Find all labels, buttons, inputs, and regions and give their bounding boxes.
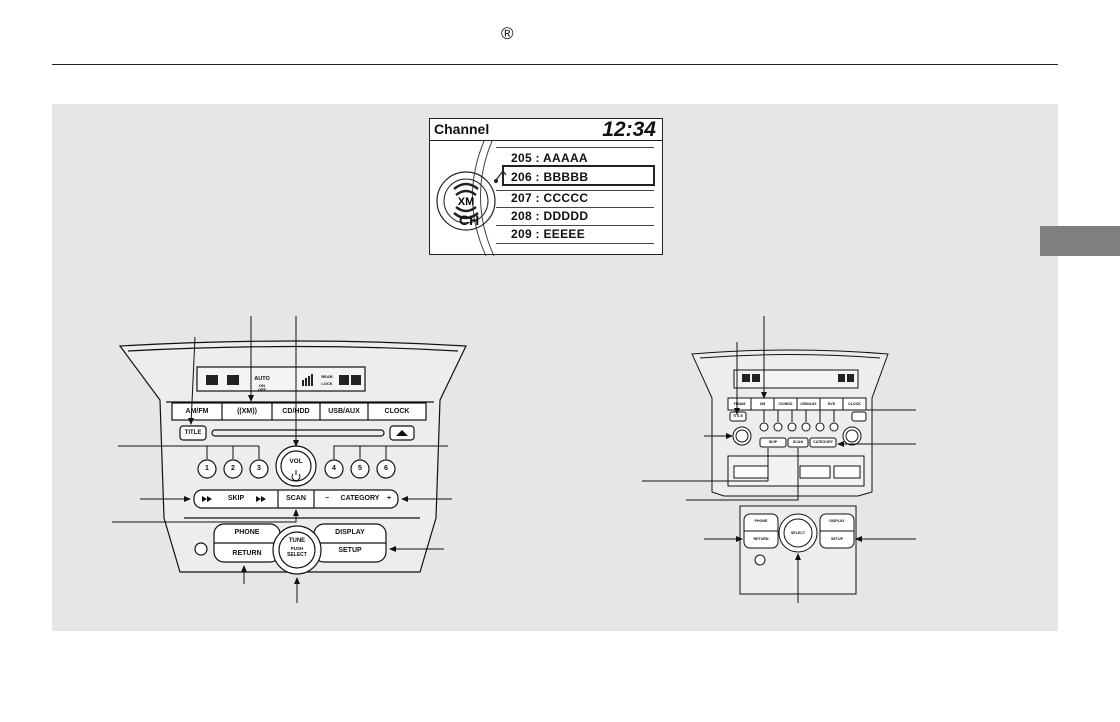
preset-2-button[interactable]: 2	[231, 465, 235, 472]
channel-list-item[interactable]: 205 : AAAAA	[511, 151, 588, 165]
mode-label: CH	[459, 212, 480, 228]
am-fm-button[interactable]: AM/FM	[185, 408, 209, 415]
right-skip-button[interactable]: SKIP	[768, 440, 778, 444]
lock-status: LOCK	[321, 381, 333, 386]
cd-hdd-button[interactable]: CD/HDD	[282, 408, 310, 415]
display-button[interactable]: DISPLAY	[335, 529, 365, 536]
scan-button[interactable]: SCAN	[286, 495, 306, 502]
category-label: CATEGORY	[340, 495, 380, 502]
section-tab	[1040, 226, 1120, 256]
preset-5-button[interactable]: 5	[358, 465, 362, 472]
title-button[interactable]: TITLE	[184, 430, 202, 436]
right-display-button[interactable]: DISPLAY	[829, 519, 845, 523]
preset-1-button[interactable]: 1	[205, 465, 209, 472]
skip-forward-icon	[256, 496, 266, 502]
right-xm-button[interactable]: XM	[759, 402, 766, 406]
right-usb-aux-button[interactable]: USB/AUX	[800, 402, 817, 406]
clock-button[interactable]: CLOCK	[384, 408, 410, 415]
selected-channel-highlight	[502, 165, 655, 186]
preset-6-button[interactable]: 6	[384, 465, 388, 472]
power-icon	[291, 470, 301, 482]
right-category-button[interactable]: CATEGORY	[813, 440, 833, 444]
header-rule	[52, 64, 1058, 65]
tune-knob-label[interactable]: TUNE	[288, 538, 306, 544]
usb-aux-button[interactable]: USB/AUX	[328, 408, 360, 415]
select-label: SELECT	[287, 552, 307, 558]
channel-display: Channel 12:34 XM CH 205 : AAAAA 206 : BB…	[429, 118, 663, 256]
rear-status: REAR	[321, 374, 333, 379]
right-return-button[interactable]: RETURN	[753, 537, 769, 541]
eject-icon	[396, 430, 408, 436]
vol-power-knob[interactable]: VOL	[289, 458, 303, 465]
preset-4-button[interactable]: 4	[332, 465, 336, 472]
right-dvd-button[interactable]: DVD	[827, 402, 836, 406]
auto-status: AUTO	[254, 376, 270, 382]
xm-button[interactable]: ((XM))	[237, 408, 257, 415]
channel-list-item[interactable]: 206 : BBBBB	[511, 170, 589, 184]
setup-button[interactable]: SETUP	[338, 547, 362, 554]
category-minus-button[interactable]: −	[324, 495, 330, 502]
right-title-button[interactable]: TITLE	[733, 414, 743, 418]
skip-button[interactable]: SKIP	[227, 495, 245, 502]
right-select-knob[interactable]: SELECT	[790, 531, 806, 535]
push-label: PUSH	[290, 546, 304, 551]
preset-3-button[interactable]: 3	[257, 465, 261, 472]
right-clock-button[interactable]: CLOCK	[848, 402, 861, 406]
display-title: Channel	[434, 121, 490, 137]
channel-list-item[interactable]: 208 : DDDDD	[511, 209, 589, 223]
music-note-icon	[494, 170, 507, 183]
callout-arrow-icon	[642, 316, 916, 603]
return-button[interactable]: RETURN	[232, 550, 262, 557]
svg-text:XM: XM	[458, 196, 475, 208]
channel-list-item[interactable]: 207 : CCCCC	[511, 191, 589, 205]
phone-button[interactable]: PHONE	[234, 529, 260, 536]
display-clock: 12:34	[602, 118, 656, 141]
right-phone-button[interactable]: PHONE	[754, 519, 768, 523]
xm-radio-icon: XM	[436, 140, 496, 256]
category-plus-button[interactable]: +	[386, 495, 392, 502]
channel-list-item[interactable]: 209 : EEEEE	[511, 227, 586, 241]
right-fm-am-button[interactable]: FM/AM	[733, 402, 746, 406]
off-status: OFF	[258, 387, 266, 392]
on-status: ON	[259, 383, 265, 388]
registered-trademark-symbol: ®	[501, 24, 514, 43]
right-cd-hdd-button[interactable]: CD/HDD	[778, 402, 793, 406]
right-setup-button[interactable]: SETUP	[831, 537, 843, 541]
right-scan-button[interactable]: SCAN	[792, 440, 804, 444]
skip-back-icon	[202, 496, 212, 502]
